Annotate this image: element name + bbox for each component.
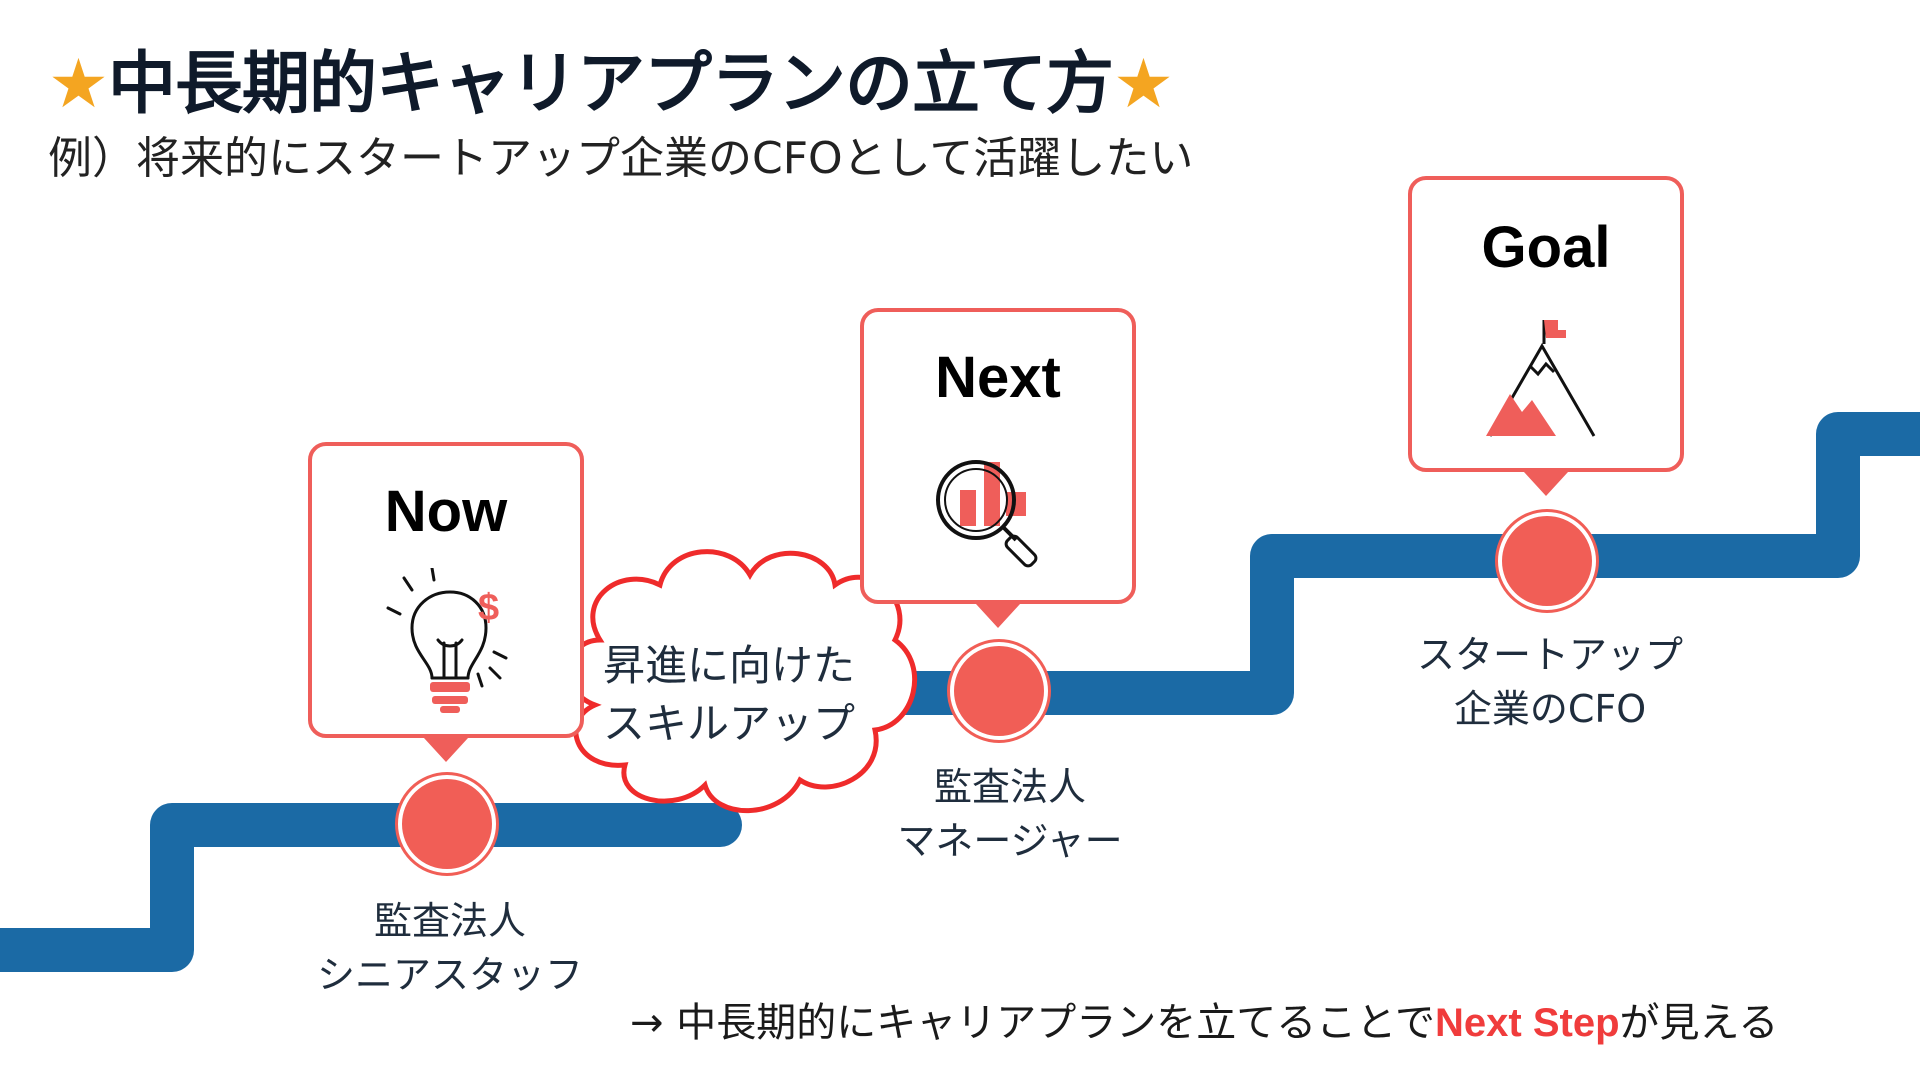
step-caption-goal: スタートアップ 企業のCFO — [1400, 628, 1700, 736]
caption-now-line2: シニアスタッフ — [316, 953, 583, 997]
cloud-text: 昇進に向けた スキルアップ — [603, 637, 871, 753]
step-card-next: Next — [860, 308, 1136, 604]
bottom-note-highlight: Next Step — [1435, 1001, 1620, 1045]
page-title: ★中長期的キャリアプランの立て方★ — [48, 28, 1174, 127]
step-caption-now: 監査法人 シニアスタッフ — [300, 894, 600, 1002]
page-title-text: 中長期的キャリアプランの立て方 — [107, 45, 1114, 124]
magnifier-chart-icon — [936, 460, 1038, 568]
caption-next-line2: マネージャー — [897, 819, 1123, 863]
bottom-note-prefix: → 中長期的にキャリアプランを立てることで — [630, 1000, 1436, 1046]
page-subtitle: 例）将来的にスタートアップ企業のCFOとして活躍したい — [48, 133, 1194, 184]
step-label-goal: Goal — [1481, 215, 1611, 280]
step-node-goal — [1498, 512, 1596, 610]
step-node-now — [398, 775, 496, 873]
step-caption-next: 監査法人 マネージャー — [860, 760, 1160, 868]
bottom-note-suffix: が見える — [1619, 1000, 1779, 1046]
bottom-note: → 中長期的にキャリアプランを立てることでNext Stepが見える — [630, 990, 1778, 1048]
step-card-goal: Goal — [1408, 176, 1684, 472]
caption-now-line1: 監査法人 — [373, 899, 526, 943]
star-icon-right: ★ — [1112, 45, 1174, 124]
caption-next-line1: 監査法人 — [933, 765, 1086, 809]
svg-text:$: $ — [478, 587, 499, 629]
step-node-next — [950, 642, 1048, 740]
step-label-now: Now — [384, 479, 508, 544]
pointer-goal — [1524, 472, 1568, 496]
star-icon-left: ★ — [48, 45, 109, 124]
step-label-next: Next — [935, 345, 1061, 410]
mountain-flag-icon — [1486, 320, 1596, 437]
thought-cloud — [566, 549, 918, 814]
step-card-now: Now $ — [308, 442, 584, 738]
cloud-text-line1: 昇進に向けた — [603, 641, 856, 690]
caption-goal-line2: 企業のCFO — [1453, 687, 1647, 731]
pointer-next — [976, 604, 1020, 628]
caption-goal-line1: スタートアップ — [1416, 633, 1683, 677]
pointer-now — [424, 738, 468, 762]
lightbulb-dollar-icon: $ — [386, 568, 508, 713]
cloud-text-line2: スキルアップ — [603, 699, 856, 748]
